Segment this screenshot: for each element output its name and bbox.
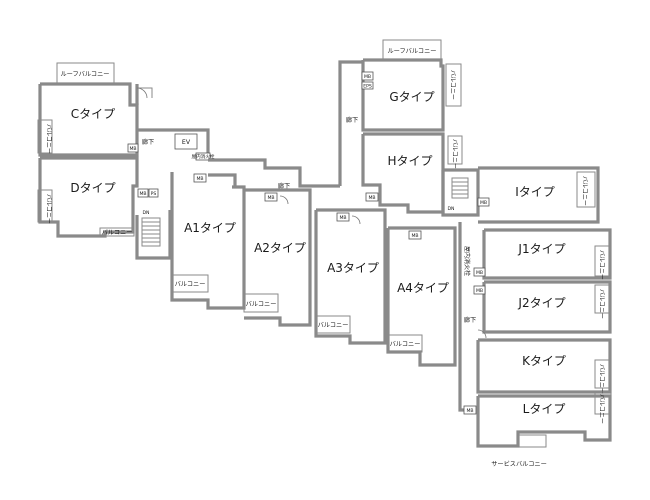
unit-h-mb-label: MB (368, 195, 375, 201)
unit-g-eps-label: EPS (363, 84, 372, 90)
unit-d-balcony-label: バルコニー (45, 194, 52, 224)
service-balcony-label: サービスバルコニー (491, 460, 547, 468)
unit-k-balcony-label: バルコニー (598, 364, 605, 394)
elevator-label: EV (182, 139, 191, 146)
unit-d-ps-label: PS (151, 191, 157, 197)
unit-a4-mb-label: MB (411, 233, 418, 239)
unit-c: バルコニー Cタイプ MB (37, 82, 139, 157)
unit-a3-balcony-label: バルコニー (318, 322, 349, 329)
corridor-label-top-right: 廊下 (346, 116, 358, 124)
unit-k-label: Kタイプ (522, 354, 566, 368)
unit-a4-label: A4タイプ (397, 281, 449, 295)
unit-j2-balcony-label: バルコニー (598, 289, 605, 319)
stair-left (141, 217, 161, 247)
unit-j2-mb-label: MB (476, 288, 483, 294)
unit-a3: バルコニー A3タイプ MB (314, 208, 387, 345)
unit-g-balcony-label: バルコニー (449, 70, 456, 100)
unit-d: バルコニー バルコニー Dタイプ MB PS (37, 156, 159, 238)
right-core-mb-label: MB (480, 200, 487, 206)
unit-l-balcony-label: バルコニー (598, 394, 605, 424)
unit-a2-balcony-label: バルコニー (246, 301, 277, 308)
unit-j1: バルコニー J1タイプ MB (473, 228, 612, 280)
unit-d-label: Dタイプ (70, 181, 115, 195)
left-core: 廊下 EV 屋内消火栓 DN (135, 84, 215, 260)
unit-a1-label: A1タイプ (184, 221, 236, 235)
unit-g-label: Gタイプ (389, 90, 434, 104)
unit-c-label: Cタイプ (71, 107, 115, 121)
roof-balcony-right: ルーフバルコニー (382, 39, 442, 61)
roof-balcony-left-label: ルーフバルコニー (60, 71, 109, 78)
unit-i-label: Iタイプ (515, 185, 555, 199)
fire-hydrant-label-right: 屋内消火栓 (463, 246, 471, 276)
unit-d-balcony-bottom-label: バルコニー (102, 230, 133, 237)
unit-j1-balcony-label: バルコニー (598, 250, 605, 280)
unit-i: バルコニー Iタイプ (478, 166, 600, 224)
unit-l-label: Lタイプ (523, 402, 566, 416)
unit-h: バルコニー Hタイプ MB (361, 132, 463, 214)
unit-a3-label: A3タイプ (327, 261, 379, 275)
unit-a4-balcony-label: バルコニー (390, 341, 421, 348)
unit-a4: バルコニー A4タイプ MB (386, 226, 457, 367)
corridor-label-left: 廊下 (142, 138, 154, 146)
unit-l: バルコニー Lタイプ MB (463, 391, 612, 448)
right-core: DN MB (441, 168, 490, 217)
unit-g: バルコニー Gタイプ MB EPS 廊下 (346, 58, 462, 132)
stair-right-dn-label: DN (448, 206, 455, 212)
corridor-label-right: 廊下 (464, 316, 476, 324)
unit-l-mb-label: MB (466, 408, 473, 414)
unit-a2: バルコニー A2タイプ MB (243, 188, 312, 327)
unit-i-balcony-label: バルコニー (581, 176, 588, 206)
unit-h-balcony-label: バルコニー (451, 139, 458, 169)
service-balcony (517, 434, 547, 448)
stair-left-dn-label: DN (143, 210, 150, 216)
unit-j1-mb-label: MB (476, 270, 483, 276)
unit-d-mb-label: MB (139, 191, 146, 197)
unit-a2-mb-label: MB (267, 195, 274, 201)
unit-a1-balcony-label: バルコニー (175, 281, 206, 288)
unit-g-mb-label: MB (364, 74, 371, 80)
fire-hydrant-label-left: 屋内消火栓 (192, 153, 215, 160)
unit-a2-label: A2タイプ (254, 241, 306, 255)
unit-j1-label: J1タイプ (517, 242, 565, 256)
unit-k: バルコニー Kタイプ (476, 338, 612, 394)
unit-j2-label: J2タイプ (517, 296, 565, 310)
unit-a1: バルコニー A1タイプ MB (170, 172, 246, 310)
unit-a1-mb-label: MB (196, 176, 203, 182)
unit-j2: バルコニー J2タイプ MB (473, 280, 612, 334)
unit-h-label: Hタイプ (387, 154, 432, 168)
corridor-label-centre: 廊下 (278, 182, 290, 190)
unit-a3-mb-label: MB (339, 215, 346, 221)
unit-c-balcony-label: バルコニー (45, 124, 52, 154)
unit-c-mb-label: MB (129, 146, 136, 152)
roof-balcony-right-label: ルーフバルコニー (387, 48, 436, 55)
roof-balcony-left: ルーフバルコニー (56, 62, 115, 84)
